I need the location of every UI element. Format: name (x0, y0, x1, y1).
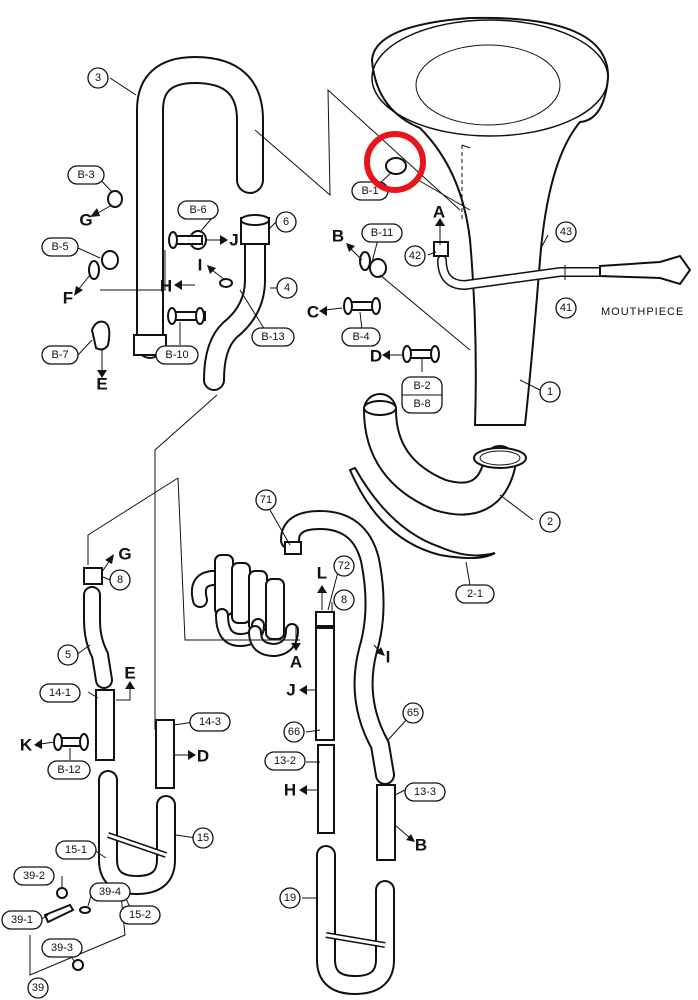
callout-19: 19 (284, 892, 296, 904)
leader-lines (29, 77, 566, 985)
callout-1: 1 (547, 386, 553, 398)
small-parts (43, 157, 440, 971)
callout-13-3: 13-3 (414, 786, 436, 798)
first-slide-assembly (83, 567, 176, 896)
callout-71: 71 (260, 494, 272, 506)
callout-B-1: B-1 (361, 185, 378, 197)
letter-C: C (307, 303, 319, 322)
tube-part-4 (203, 214, 270, 391)
callout-65: 65 (407, 707, 419, 719)
bell-bow-part-2 (363, 393, 527, 516)
callout-B-4: B-4 (352, 331, 369, 343)
callout-15: 15 (197, 832, 209, 844)
bell-part-1 (370, 16, 610, 426)
letter-D-top: D (370, 347, 382, 366)
callout-B-3: B-3 (77, 169, 94, 181)
letter-B-top: B (332, 227, 344, 246)
callout-B-10: B-10 (165, 349, 188, 361)
letter-I-top: I (198, 256, 203, 275)
letter-K: K (20, 736, 33, 755)
callout-B-6: B-6 (189, 204, 206, 216)
callout-8-right: 8 (341, 594, 347, 606)
callout-39-2: 39-2 (23, 870, 45, 882)
callout-15-1: 15-1 (65, 844, 87, 856)
letter-F: F (63, 289, 73, 308)
mouthpiece (599, 254, 692, 286)
letter-J-bottom: J (286, 681, 295, 700)
tube-I (280, 509, 395, 785)
letter-H-bottom: H (284, 781, 296, 800)
letter-G-bottom: G (118, 545, 131, 564)
letter-H-top: H (160, 277, 172, 296)
callout-B-5: B-5 (51, 241, 68, 253)
callout-39-1: 39-1 (11, 914, 33, 926)
callout-3: 3 (95, 72, 101, 84)
callout-B-13: B-13 (261, 331, 284, 343)
mouthpiece-label: MOUTHPIECE (601, 306, 684, 318)
letter-A-top: A (433, 203, 445, 222)
callout-B-2: B-2 (413, 380, 430, 392)
leadpipe-part-41 (433, 241, 605, 291)
callout-39: 39 (32, 982, 44, 994)
main-tube-part-3 (133, 55, 264, 359)
callout-66: 66 (288, 726, 300, 738)
letter-D-bottom: D (197, 747, 209, 766)
highlight-circle (364, 131, 426, 193)
callout-8-left: 8 (117, 574, 123, 586)
callout-39-3: 39-3 (51, 942, 73, 954)
callout-41: 41 (560, 302, 572, 314)
third-slide-assembly (315, 611, 396, 996)
direction-arrows (34, 204, 445, 842)
callout-4: 4 (284, 282, 290, 294)
letter-E-bottom: E (124, 664, 135, 683)
callout-72: 72 (338, 560, 350, 572)
callout-2: 2 (547, 516, 553, 528)
letter-L: L (317, 564, 327, 583)
letter-J-top: J (229, 231, 238, 250)
callout-42: 42 (409, 250, 421, 262)
callouts: 3 B-3 B-6 6 B-5 4 B-13 B-7 B-10 B-1 B-11… (1, 67, 577, 999)
callout-B-12: B-12 (57, 764, 80, 776)
bell-guard-part-2-1 (348, 466, 496, 559)
letter-G-top: G (79, 211, 92, 230)
letter-B-bottom: B (415, 836, 427, 855)
connection-letters: G J I H F E A B C D G L A I E J K D H B (20, 203, 445, 855)
letter-E-top: E (96, 375, 107, 394)
callout-B-8: B-8 (413, 398, 430, 410)
letter-A-bottom: A (290, 653, 302, 672)
callout-43: 43 (560, 226, 572, 238)
valve-cluster (190, 554, 299, 658)
callout-5: 5 (65, 649, 71, 661)
callout-14-1: 14-1 (49, 687, 71, 699)
callout-15-2: 15-2 (129, 909, 151, 921)
callout-13-2: 13-2 (274, 755, 296, 767)
callout-6: 6 (283, 216, 289, 228)
callout-B-11: B-11 (371, 227, 393, 239)
callout-39-4: 39-4 (99, 886, 121, 898)
callout-2-1: 2-1 (467, 588, 483, 600)
letter-I-bottom: I (386, 648, 391, 667)
callout-B-7: B-7 (51, 349, 68, 361)
callout-14-3: 14-3 (199, 716, 221, 728)
